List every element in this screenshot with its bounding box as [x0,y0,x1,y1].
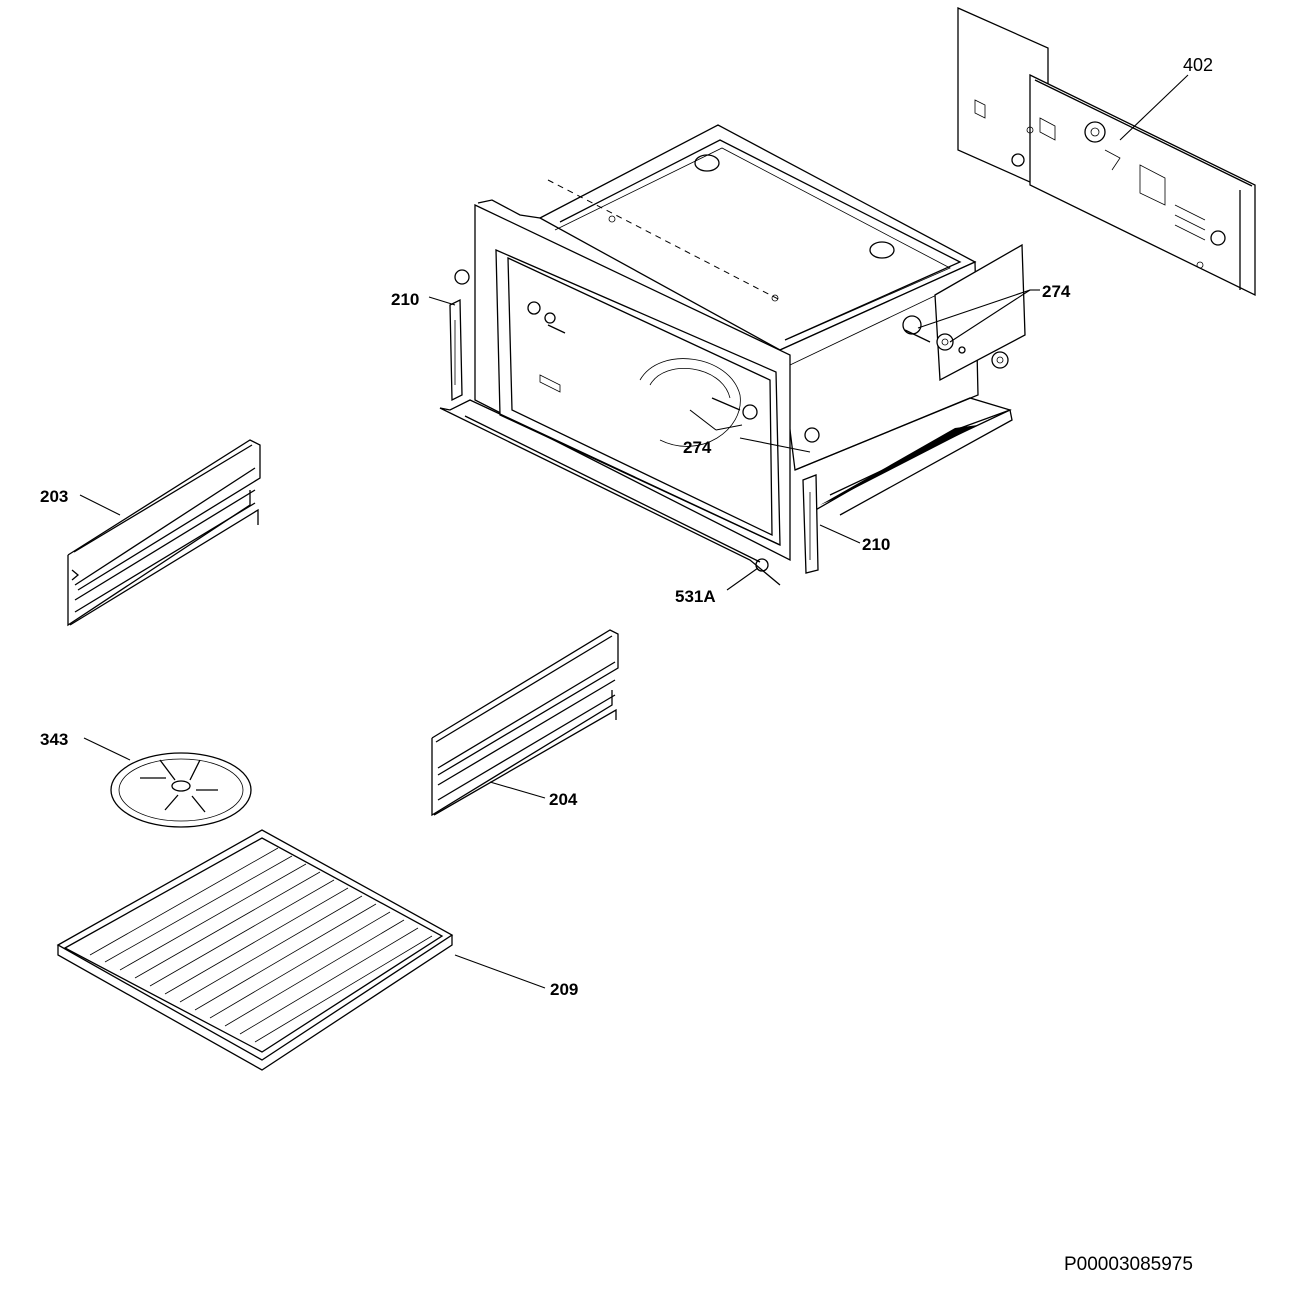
label-210-left: 210 [391,290,419,309]
label-274-inner: 274 [683,438,712,457]
shelf-support-203 [67,439,261,627]
fan-cover-343 [110,752,252,828]
label-204: 204 [549,790,578,809]
document-code: P00003085975 [1064,1254,1193,1275]
label-210-right: 210 [862,535,890,554]
rear-panel-402 [957,6,1256,297]
oven-cavity [439,124,1012,586]
leader-lines [79,74,1189,989]
fixing-plate-274 [902,243,1026,382]
side-rail-210-left [449,298,463,402]
label-209: 209 [550,980,578,999]
label-343: 343 [40,730,68,749]
wire-shelf-209 [56,829,454,1071]
label-203: 203 [40,487,68,506]
side-rail-210-right [802,474,819,574]
label-274-right: 274 [1042,282,1071,301]
label-531a: 531A [675,587,716,606]
label-402: 402 [1183,55,1213,75]
bottom-heating-strip [811,409,1013,516]
shelf-support-204 [431,629,619,817]
